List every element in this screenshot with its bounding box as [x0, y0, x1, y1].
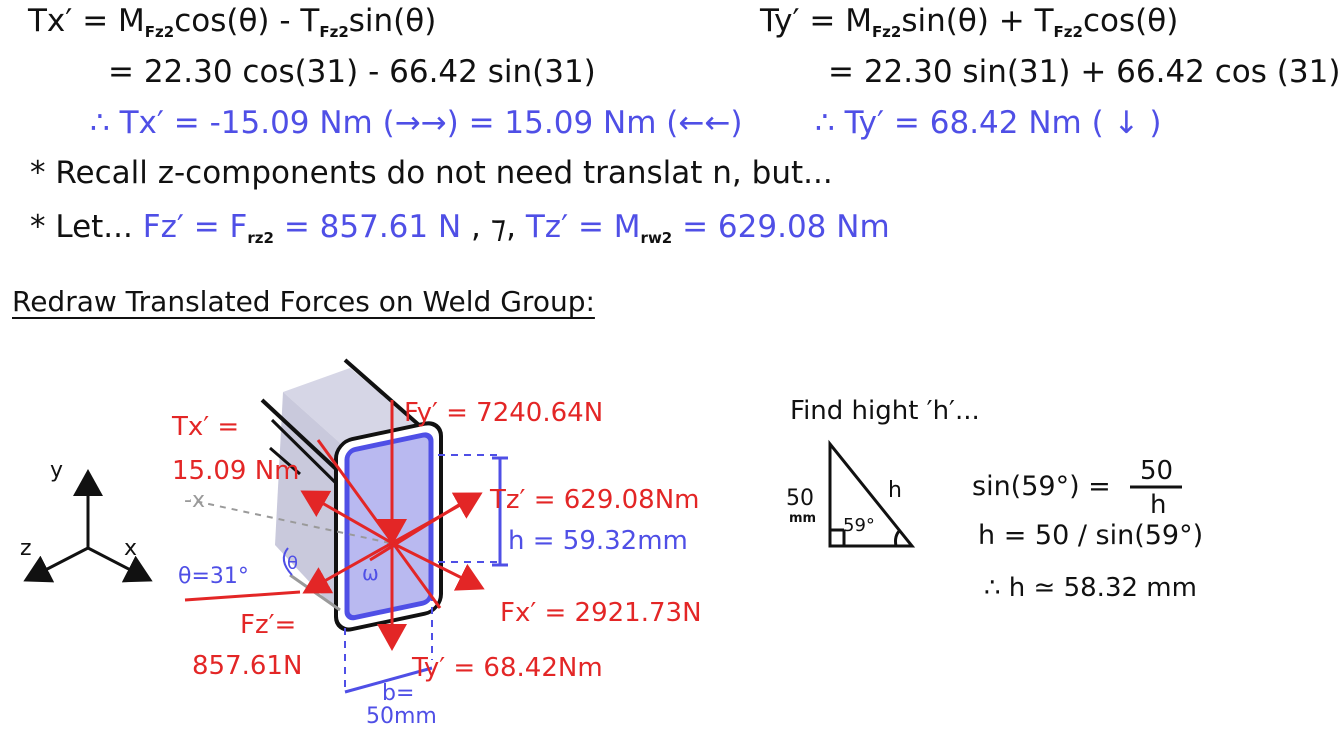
axis-x-label: x: [124, 536, 138, 561]
weld-diagram: [23, 358, 1182, 694]
tz-label: Tz′ = 629.08Nm: [490, 485, 700, 515]
neg-x-label: -x: [184, 488, 205, 513]
triangle-side-unit: mm: [789, 511, 817, 526]
h-equation: h = 50 / sin(59°): [978, 520, 1204, 551]
tx-value: 15.09 Nm: [172, 456, 300, 486]
ty-result: ∴ Ty′ = 68.42 Nm ( ↓ ): [815, 105, 1162, 141]
triangle-angle: 59°: [843, 515, 875, 536]
let-line: * Let... Fz′ = Frz2 = 857.61 N , ⁊, Tz′ …: [30, 209, 890, 247]
tx-label: Tx′ =: [172, 412, 240, 442]
height-title: Find hight ′h′...: [790, 396, 980, 426]
tx-definition: Tx′ = MFz2cos(θ) - TFz2sin(θ): [28, 3, 437, 41]
h-result: ∴ h ≃ 58.32 mm: [984, 573, 1197, 603]
ty-definition: Ty′ = MFz2sin(θ) + TFz2cos(θ): [760, 3, 1179, 41]
b-value: 50mm: [366, 704, 437, 729]
triangle-side-value: 50: [786, 486, 814, 511]
force-arrows: [184, 400, 485, 651]
sin-equation-lhs: sin(59°) =: [972, 471, 1111, 502]
dimension-lines: [344, 454, 500, 690]
theta-label: θ=31°: [178, 564, 249, 589]
fy-label: Fy′ = 7240.64N: [404, 398, 604, 428]
section-title: Redraw Translated Forces on Weld Group:: [12, 285, 595, 318]
axis-y-label: y: [50, 458, 64, 483]
coordinate-axes: [23, 469, 153, 583]
fz-value: 857.61N: [192, 651, 303, 681]
ty-label: Ty′ = 68.42Nm: [412, 653, 603, 683]
fz-label: Fz′=: [240, 610, 297, 640]
recall-note: * Recall z-components do not need transl…: [30, 155, 833, 191]
ty-substitution: = 22.30 sin(31) + 66.42 cos (31): [828, 54, 1340, 90]
tx-result: ∴ Tx′ = -15.09 Nm (→→) = 15.09 Nm (←←): [90, 105, 743, 141]
sin-equation-denominator: h: [1150, 490, 1167, 520]
triangle-hypotenuse: h: [888, 478, 902, 503]
height-triangle: [828, 439, 916, 548]
h-label: h = 59.32mm: [508, 526, 688, 556]
sin-equation-numerator: 50: [1140, 456, 1174, 486]
tx-substitution: = 22.30 cos(31) - 66.42 sin(31): [108, 54, 596, 90]
b-label: b=: [382, 681, 415, 706]
axis-z-label: z: [20, 536, 32, 561]
neg-x-reference: [189, 499, 391, 544]
theta-small-label: θ: [287, 553, 299, 574]
fx-label: Fx′ = 2921.73N: [500, 598, 702, 628]
omega-label: ω: [362, 561, 379, 585]
